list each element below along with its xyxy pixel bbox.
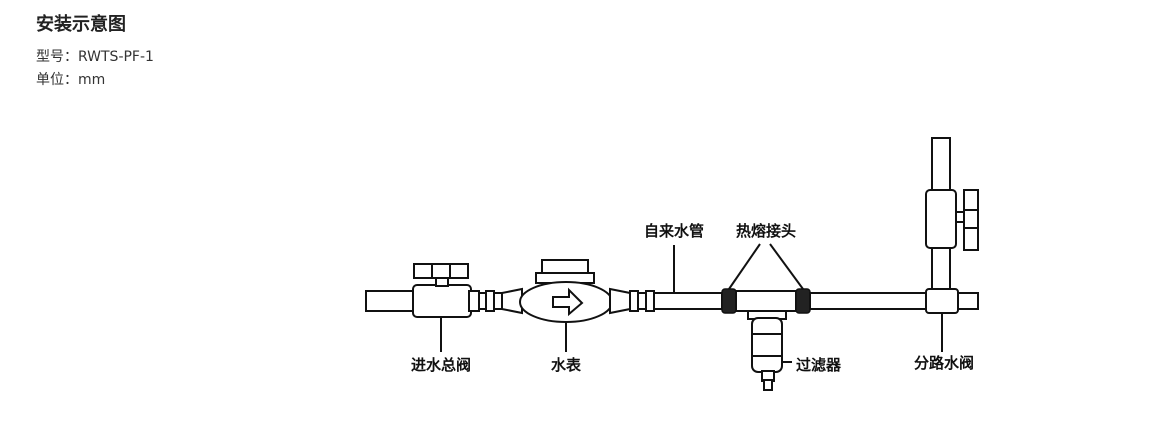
leader-hot-melt-joint-left [728, 243, 761, 290]
leader-hot-melt-joint-right [769, 243, 804, 290]
label-hot-melt-joint: 热熔接头 [736, 222, 796, 240]
label-tap-water-pipe: 自来水管 [644, 222, 704, 240]
unit-label: 单位：mm [36, 72, 106, 88]
hot-melt-joint-left [721, 288, 737, 314]
label-branch-water-valve: 分路水阀 [914, 354, 974, 372]
water-meter [519, 259, 613, 323]
label-main-inlet-valve: 进水总阀 [411, 356, 471, 374]
tap-water-pipe [653, 292, 723, 310]
meter-inlet-fitting [478, 287, 523, 315]
page-title: 安装示意图 [36, 14, 126, 35]
filter-assembly [721, 288, 811, 391]
model-number: 型号：RWTS-PF-1 [36, 49, 154, 65]
branch-supply-pipe [809, 292, 927, 310]
label-filter: 过滤器 [796, 356, 842, 374]
branch-water-valve [925, 137, 979, 314]
hot-melt-joint-right [795, 288, 811, 314]
inlet-pipe [365, 290, 419, 312]
meter-outlet-fitting [609, 287, 655, 315]
label-water-meter: 水表 [551, 356, 582, 374]
main-inlet-valve [412, 263, 480, 318]
